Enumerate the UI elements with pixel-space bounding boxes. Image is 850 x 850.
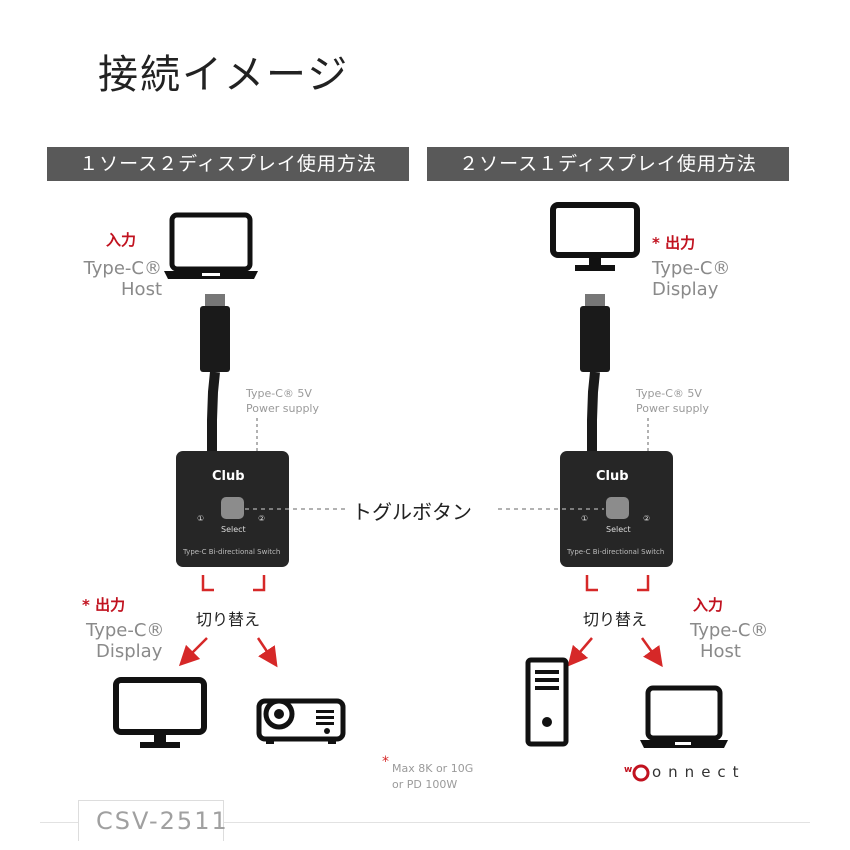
monitor-icon <box>113 677 207 748</box>
left-switch-port1: ① <box>197 514 205 523</box>
usb-c-cable-icon <box>200 294 230 452</box>
left-toggle-label: 切り替え <box>196 610 261 629</box>
left-power-line2: Power supply <box>246 402 319 415</box>
left-display-line1: Type-C® <box>86 620 165 641</box>
right-display-line1: Type-C® <box>652 258 731 279</box>
right-power-line1: Type-C® 5V <box>636 387 702 400</box>
switch-device-icon <box>176 451 289 567</box>
left-switch-caption: Type-C Bi-directional Switch <box>183 548 281 556</box>
left-output-asterisk: * <box>82 596 90 614</box>
right-panel-banner: ２ソース１ディスプレイ使用方法 <box>427 147 789 181</box>
laptop-icon <box>640 685 728 748</box>
left-power-line1: Type-C® 5V <box>246 387 312 400</box>
projector-icon <box>256 698 346 744</box>
model-number: CSV-2511 <box>96 807 229 835</box>
usb-c-cable-icon <box>580 294 610 452</box>
left-display-line2: Display <box>96 641 163 662</box>
left-input-label: 入力 <box>106 231 137 249</box>
page-title: 接続イメージ <box>98 52 350 98</box>
switch-device-icon <box>560 451 673 567</box>
footer-divider <box>40 822 810 823</box>
toggle-button-label: トグルボタン <box>352 500 472 524</box>
right-output-asterisk: * <box>652 234 660 252</box>
right-toggle-label: 切り替え <box>583 610 648 629</box>
left-switch-brand: Club <box>212 469 245 484</box>
note-line2: or PD 100W <box>392 778 458 791</box>
right-host-line1: Type-C® <box>690 620 769 641</box>
model-box <box>78 800 224 841</box>
note-line1: Max 8K or 10G <box>392 762 474 775</box>
left-switch-select: Select <box>221 525 246 534</box>
monitor-icon <box>550 202 640 271</box>
connect-logo-icon <box>632 764 650 782</box>
right-host-line2: Host <box>700 641 741 662</box>
laptop-icon <box>164 212 258 279</box>
right-switch-caption: Type-C Bi-directional Switch <box>567 548 665 556</box>
desktop-tower-icon <box>525 657 569 747</box>
right-switch-port2: ② <box>643 514 651 523</box>
connect-logo-prefix: w <box>624 765 633 775</box>
left-panel-banner: １ソース２ディスプレイ使用方法 <box>47 147 409 181</box>
note-asterisk: * <box>382 754 389 770</box>
right-switch-brand: Club <box>596 469 629 484</box>
right-switch-port1: ① <box>581 514 589 523</box>
right-output-label: 出力 <box>665 234 696 252</box>
right-display-line2: Display <box>652 279 719 300</box>
left-host-line2: Host <box>121 279 162 300</box>
right-switch-select: Select <box>606 525 631 534</box>
left-output-label: 出力 <box>95 596 126 614</box>
right-power-line2: Power supply <box>636 402 709 415</box>
connect-logo-text: onnect <box>652 763 746 781</box>
right-input-label: 入力 <box>693 596 724 614</box>
left-host-line1: Type-C® <box>83 258 162 279</box>
left-switch-port2: ② <box>258 514 266 523</box>
